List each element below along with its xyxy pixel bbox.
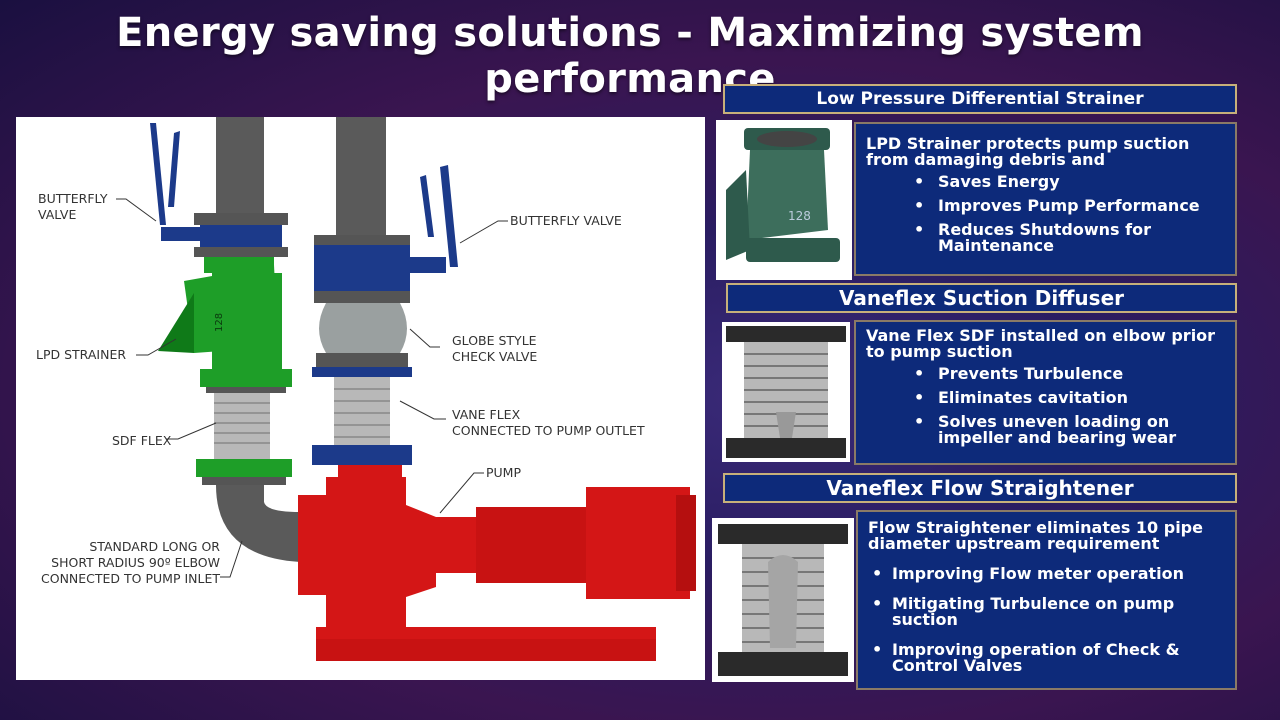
section-panel-lpd-strainer: LPD Strainer protects pump suction from … — [854, 122, 1237, 276]
section-header-suction-diffuser: Vaneflex Suction Diffuser — [726, 283, 1237, 313]
strainer-marking: 128 — [214, 313, 225, 332]
discharge-pipe — [336, 117, 386, 235]
left-butterfly-valve-handle — [150, 123, 166, 225]
label-butterfly-valve-left: BUTTERFLY VALVE — [38, 191, 108, 222]
section-panel-suction-diffuser: Vane Flex SDF installed on elbow prior t… — [854, 320, 1237, 465]
section-header-flow-straightener: Vaneflex Flow Straightener — [723, 473, 1237, 503]
section-lead-suction-diffuser: Vane Flex SDF installed on elbow prior t… — [866, 326, 1216, 361]
left-butterfly-valve-body — [200, 225, 282, 247]
bullet-mitigating-turbulence: Mitigating Turbulence on pump suction — [868, 596, 1227, 628]
pump-motor — [476, 507, 586, 583]
label-butterfly-valve-right: BUTTERFLY VALVE — [510, 213, 622, 228]
vane-flex — [334, 377, 390, 445]
suction-diffuser-photo — [722, 322, 850, 462]
pump-system-drawing: 128 — [116, 117, 696, 661]
bullet-prevents-turbulence: Prevents Turbulence — [866, 366, 1227, 383]
label-globe-check-valve: GLOBE STYLE CHECK VALVE — [452, 333, 538, 364]
section-lead-lpd-strainer: LPD Strainer protects pump suction from … — [866, 134, 1190, 169]
right-butterfly-valve-handle — [440, 165, 458, 267]
elbow — [216, 485, 300, 562]
pump-base — [316, 639, 656, 661]
bullet-reduces-shutdowns: Reduces Shutdowns for Maintenance — [866, 222, 1227, 254]
bullet-improving-flow-meter: Improving Flow meter operation — [868, 566, 1227, 583]
label-elbow: STANDARD LONG OR SHORT RADIUS 90º ELBOW … — [41, 539, 220, 586]
pump-volute — [326, 477, 436, 627]
strainer-photo-marking: 128 — [788, 209, 811, 223]
section-panel-flow-straightener: Flow Straightener eliminates 10 pipe dia… — [856, 510, 1237, 690]
bullet-eliminates-cavitation: Eliminates cavitation — [866, 390, 1227, 407]
pump-system-diagram: 128 — [16, 117, 705, 680]
label-vane-flex: VANE FLEX CONNECTED TO PUMP OUTLET — [452, 407, 645, 438]
bullet-saves-energy: Saves Energy — [866, 174, 1227, 191]
bullet-improving-check-control-valves: Improving operation of Check & Control V… — [868, 642, 1227, 674]
bullet-improves-pump-performance: Improves Pump Performance — [866, 198, 1227, 215]
sdf-flex — [214, 393, 270, 459]
bullet-solves-uneven-loading: Solves uneven loading on impeller and be… — [866, 414, 1227, 446]
section-header-lpd-strainer: Low Pressure Differential Strainer — [723, 84, 1237, 114]
slide-title: Energy saving solutions - Maximizing sys… — [116, 10, 1144, 102]
flow-straightener-photo — [712, 518, 854, 682]
label-sdf-flex: SDF FLEX — [112, 433, 172, 448]
section-lead-flow-straightener: Flow Straightener eliminates 10 pipe dia… — [868, 518, 1203, 553]
pump-inlet-flange — [298, 495, 326, 595]
lpd-strainer-photo: 128 — [716, 120, 852, 280]
globe-check-valve — [319, 303, 407, 353]
right-butterfly-valve-body — [314, 245, 410, 291]
label-pump: PUMP — [486, 465, 522, 480]
left-suction-pipe — [216, 117, 264, 217]
label-lpd-strainer: LPD STRAINER — [36, 347, 127, 362]
